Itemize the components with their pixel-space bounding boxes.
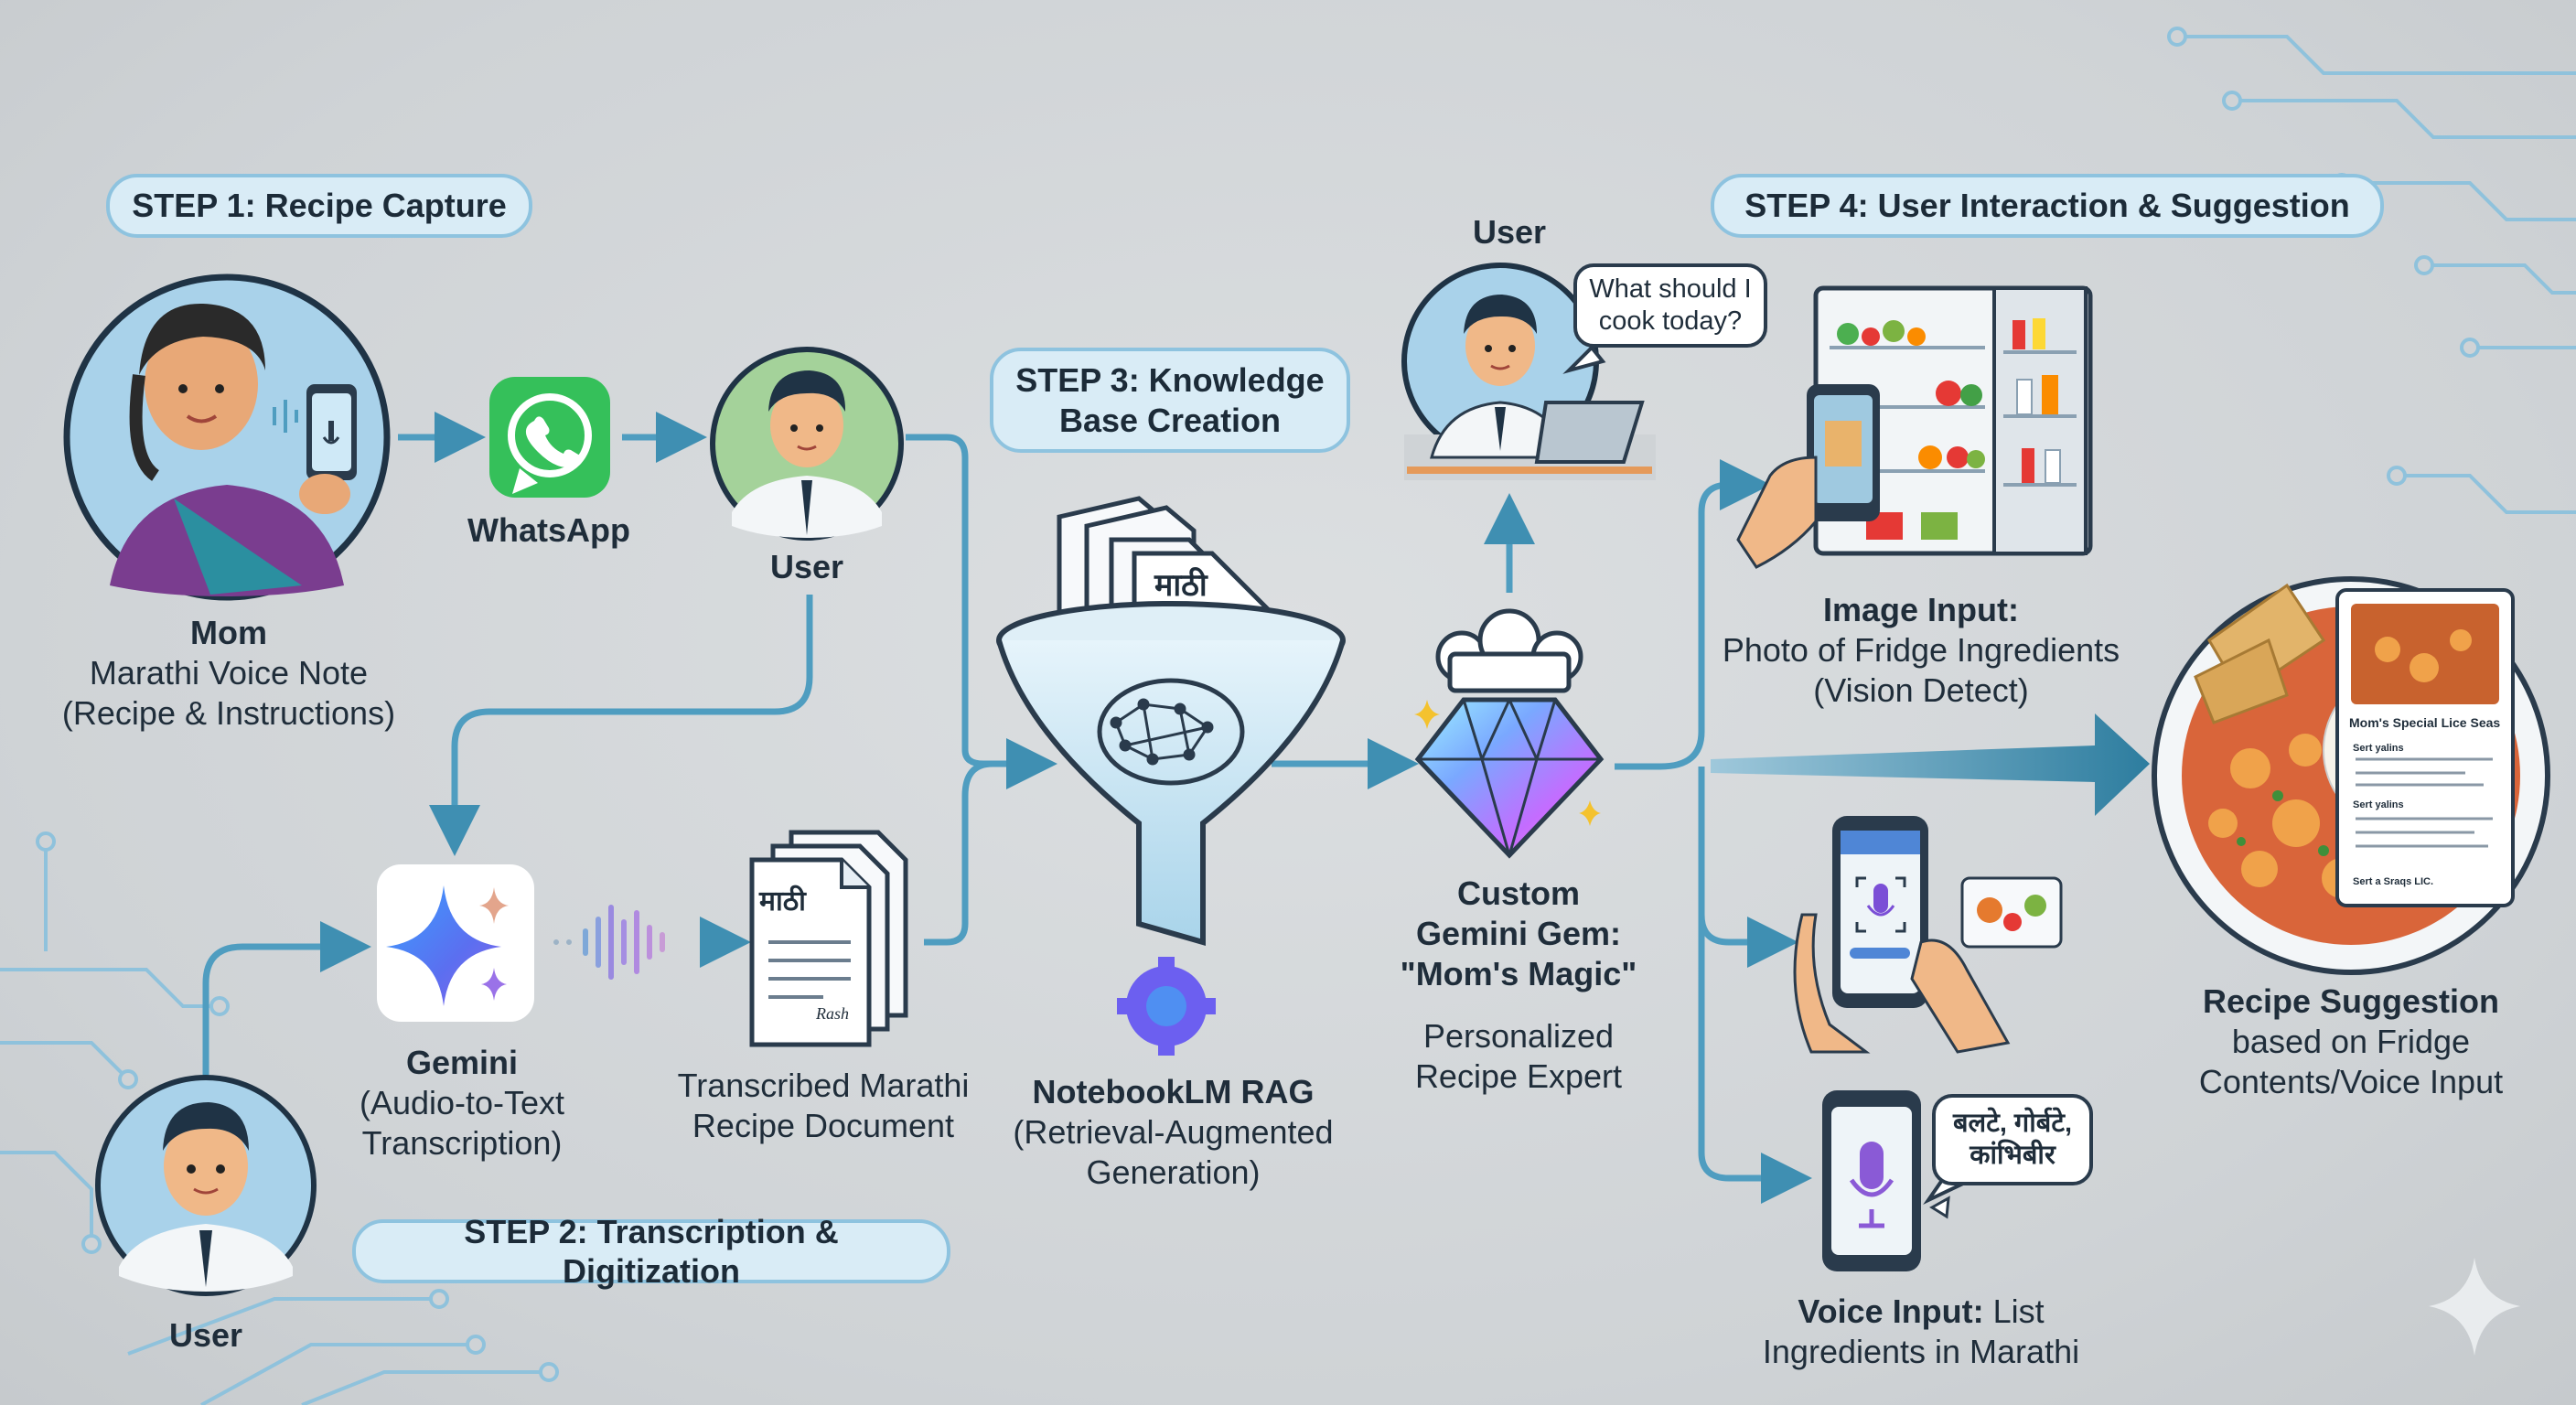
recipe-line1: Recipe Suggestion (2202, 982, 2500, 1020)
image-input-title: Image Input: (1823, 591, 2019, 628)
notebooklm-gear-icon (1117, 957, 1216, 1056)
notebook-line2: Generation) (1086, 1153, 1261, 1191)
gem-line3: "Mom's Magic" (1400, 954, 1637, 992)
user-avatar-top (710, 347, 904, 541)
gemini-line2: Transcription) (361, 1123, 563, 1162)
notebook-line1: (Retrieval-Augmented (1013, 1112, 1334, 1151)
image-input-line1: Photo of Fridge Ingredients (1722, 630, 2120, 669)
recipe-card-heading-2: Sert yalins (2353, 799, 2404, 810)
notebook-caption: NotebookLM RAG (Retrieval-Augmented Gene… (988, 1072, 1358, 1193)
arrow-gem-to-phone (1698, 767, 1798, 968)
gemini-title: Gemini (405, 1044, 519, 1081)
step2-label: STEP 2: Transcription & Digitization (352, 1213, 950, 1290)
arrow-user-to-gemini (429, 595, 813, 856)
image-input-line2: (Vision Detect) (1813, 670, 2029, 709)
chat-bubble-cook: What should I cook today? (1573, 263, 1767, 348)
voice-input-line2: Ingredients in Marathi (1762, 1332, 2080, 1370)
gem-sub2: Recipe Expert (1414, 1056, 1623, 1095)
recipe-line3: Contents/Voice Input (2198, 1062, 2504, 1100)
step4-label: STEP 4: User Interaction & Suggestion (1711, 174, 2384, 238)
recipe-plate-icon (2152, 576, 2550, 975)
gemini-caption: Gemini (Audio-to-Text Transcription) (329, 1043, 595, 1164)
gem-caption: Custom Gemini Gem: "Mom's Magic" Persona… (1372, 874, 1665, 1097)
gem-sub1: Personalized (1422, 1016, 1615, 1055)
notebook-doc-word: माठी (1154, 568, 1208, 603)
arrow-user2-to-gemini (202, 921, 371, 1087)
notebooklm-funnel-icon (996, 496, 1346, 946)
notebook-title: NotebookLM RAG (1032, 1073, 1315, 1110)
recipe-caption: Recipe Suggestion based on Fridge Conten… (2141, 981, 2561, 1102)
mom-avatar (63, 273, 391, 601)
watermark-sparkle-icon (2429, 1258, 2520, 1356)
fridge-photo-icon (1736, 285, 2093, 569)
arrow-gem-to-image (1615, 459, 1771, 770)
recipe-card-heading-1: Sert yalins (2353, 743, 2404, 754)
gem-line1: Custom (1457, 874, 1580, 912)
voice-input-title-rest: List (1983, 1292, 2045, 1330)
whatsapp-label: WhatsApp (467, 511, 630, 549)
user-bottom-label: User (168, 1316, 243, 1354)
gem-line2: Gemini Gem: (1415, 914, 1622, 952)
audio-wave-icon (553, 905, 665, 980)
transcribed-line2: Recipe Document (692, 1106, 955, 1144)
recipe-card-title: Mom's Special Lice Seas (2349, 715, 2501, 730)
transcribed-line1: Transcribed Marathi (677, 1067, 970, 1104)
user-top-label: User (769, 548, 844, 585)
gemini-line1: (Audio-to-Text (359, 1083, 565, 1121)
arrow-user-to-notebook (906, 434, 1057, 789)
recipe-card-footer: Sert a Sraqs LIC. (2353, 876, 2434, 887)
transcribed-caption: Transcribed Marathi Recipe Document (649, 1066, 997, 1146)
transcribed-document-icon (749, 830, 908, 1047)
user-avatar-bottom (95, 1075, 317, 1296)
transcribed-doc-word: माठी (759, 886, 806, 917)
mom-line1: Marathi Voice Note (89, 653, 369, 692)
whatsapp-icon (489, 377, 610, 498)
arrow-gem-to-voice (1698, 915, 1812, 1204)
mom-caption: Mom Marathi Voice Note (Recipe & Instruc… (55, 613, 402, 734)
phone-microphone-icon (1822, 1090, 1950, 1271)
phone-voice-detect-icon (1793, 816, 2063, 1054)
step1-label: STEP 1: Recipe Capture (106, 174, 532, 238)
custom-gem-icon (1414, 608, 1605, 859)
big-arrow-to-recipe (1711, 713, 2150, 816)
arrow-doc-to-notebook (924, 760, 993, 946)
voice-input-caption: Voice Input: List Ingredients in Marathi (1720, 1292, 2122, 1372)
circuit-decoration-bottom-left (0, 831, 559, 1405)
transcribed-signature: Rash (816, 1004, 849, 1023)
mom-title: Mom (190, 614, 267, 651)
user-laptop-avatar (1401, 263, 1656, 480)
user-laptop-label: User (1472, 213, 1547, 251)
gemini-sparkle-icon (377, 864, 534, 1022)
mom-line2: (Recipe & Instructions) (61, 693, 396, 732)
circuit-decoration-top-right (2167, 27, 2576, 514)
step3-label: STEP 3: Knowledge Base Creation (990, 348, 1350, 453)
recipe-line2: based on Fridge (2231, 1022, 2471, 1060)
image-input-caption: Image Input: Photo of Fridge Ingredients… (1692, 590, 2150, 711)
chat-bubble-ingredients: बलटे, गोर्बटे, कांभिबीर (1932, 1094, 2093, 1185)
flow-connectors (202, 412, 1812, 1204)
bubble-tail-cook (1562, 345, 1606, 374)
voice-input-title: Voice Input: (1798, 1292, 1984, 1330)
